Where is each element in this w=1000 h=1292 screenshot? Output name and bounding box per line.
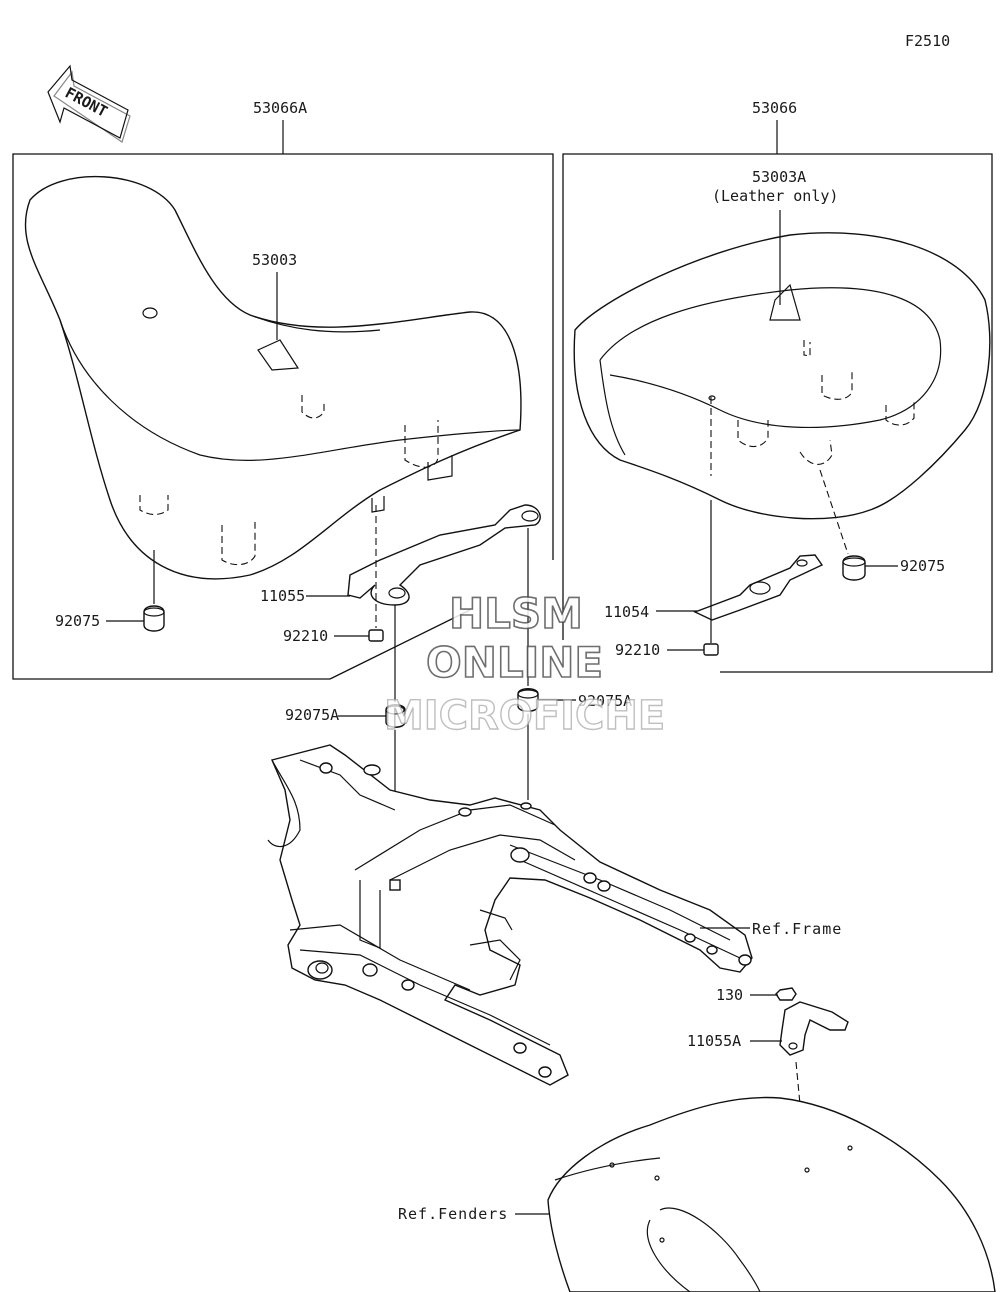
grommet-92075A-right <box>517 688 539 712</box>
watermark-line-3: MICROFICHE <box>384 693 665 739</box>
figure-code: F2510 <box>905 32 950 50</box>
bracket-11055 <box>347 504 541 606</box>
bolt-130 <box>775 987 797 1001</box>
ref-fenders-label: Ref.Fenders <box>398 1205 508 1223</box>
part-label-53003: 53003 <box>252 251 297 269</box>
watermark-line-1: HLSM <box>449 589 583 638</box>
part-label-92075A-left: 92075A <box>285 706 339 724</box>
part-label-11055: 11055 <box>260 587 305 605</box>
watermark-line-2: ONLINE <box>426 638 603 687</box>
part-label-11055A: 11055A <box>687 1032 741 1050</box>
part-label-92210-left: 92210 <box>283 627 328 645</box>
grommet-92075A-left <box>385 704 406 728</box>
assembly-label-right: 53066 <box>752 99 797 117</box>
seat-left-solo <box>24 175 522 580</box>
front-arrow-icon: FRONT <box>47 64 131 143</box>
part-label-130: 130 <box>716 986 743 1004</box>
part-label-92075-right: 92075 <box>900 557 945 575</box>
nut-92210-left <box>368 629 384 642</box>
ref-frame-label: Ref.Frame <box>752 920 842 938</box>
bracket-11055A <box>779 1001 849 1056</box>
damper-92075-right <box>842 555 866 581</box>
part-label-53003A: 53003A <box>752 168 806 186</box>
leather-only-note: (Leather only) <box>712 187 838 205</box>
frame-rear <box>267 744 753 1086</box>
seat-right-passenger <box>573 232 991 520</box>
part-label-92075A-right: 92075A <box>578 692 632 710</box>
part-label-92210-right: 92210 <box>615 641 660 659</box>
bracket-11054 <box>693 554 824 621</box>
assembly-box-right <box>562 153 993 673</box>
part-label-11054: 11054 <box>604 603 649 621</box>
damper-92075-left <box>143 605 165 632</box>
assembly-box-left <box>12 153 554 680</box>
watermark: HLSM ONLINE MICROFICHE <box>383 588 666 740</box>
rear-fender <box>547 1096 996 1292</box>
nut-92210-right <box>703 643 719 656</box>
assembly-label-left: 53066A <box>253 99 307 117</box>
part-label-92075-left: 92075 <box>55 612 100 630</box>
